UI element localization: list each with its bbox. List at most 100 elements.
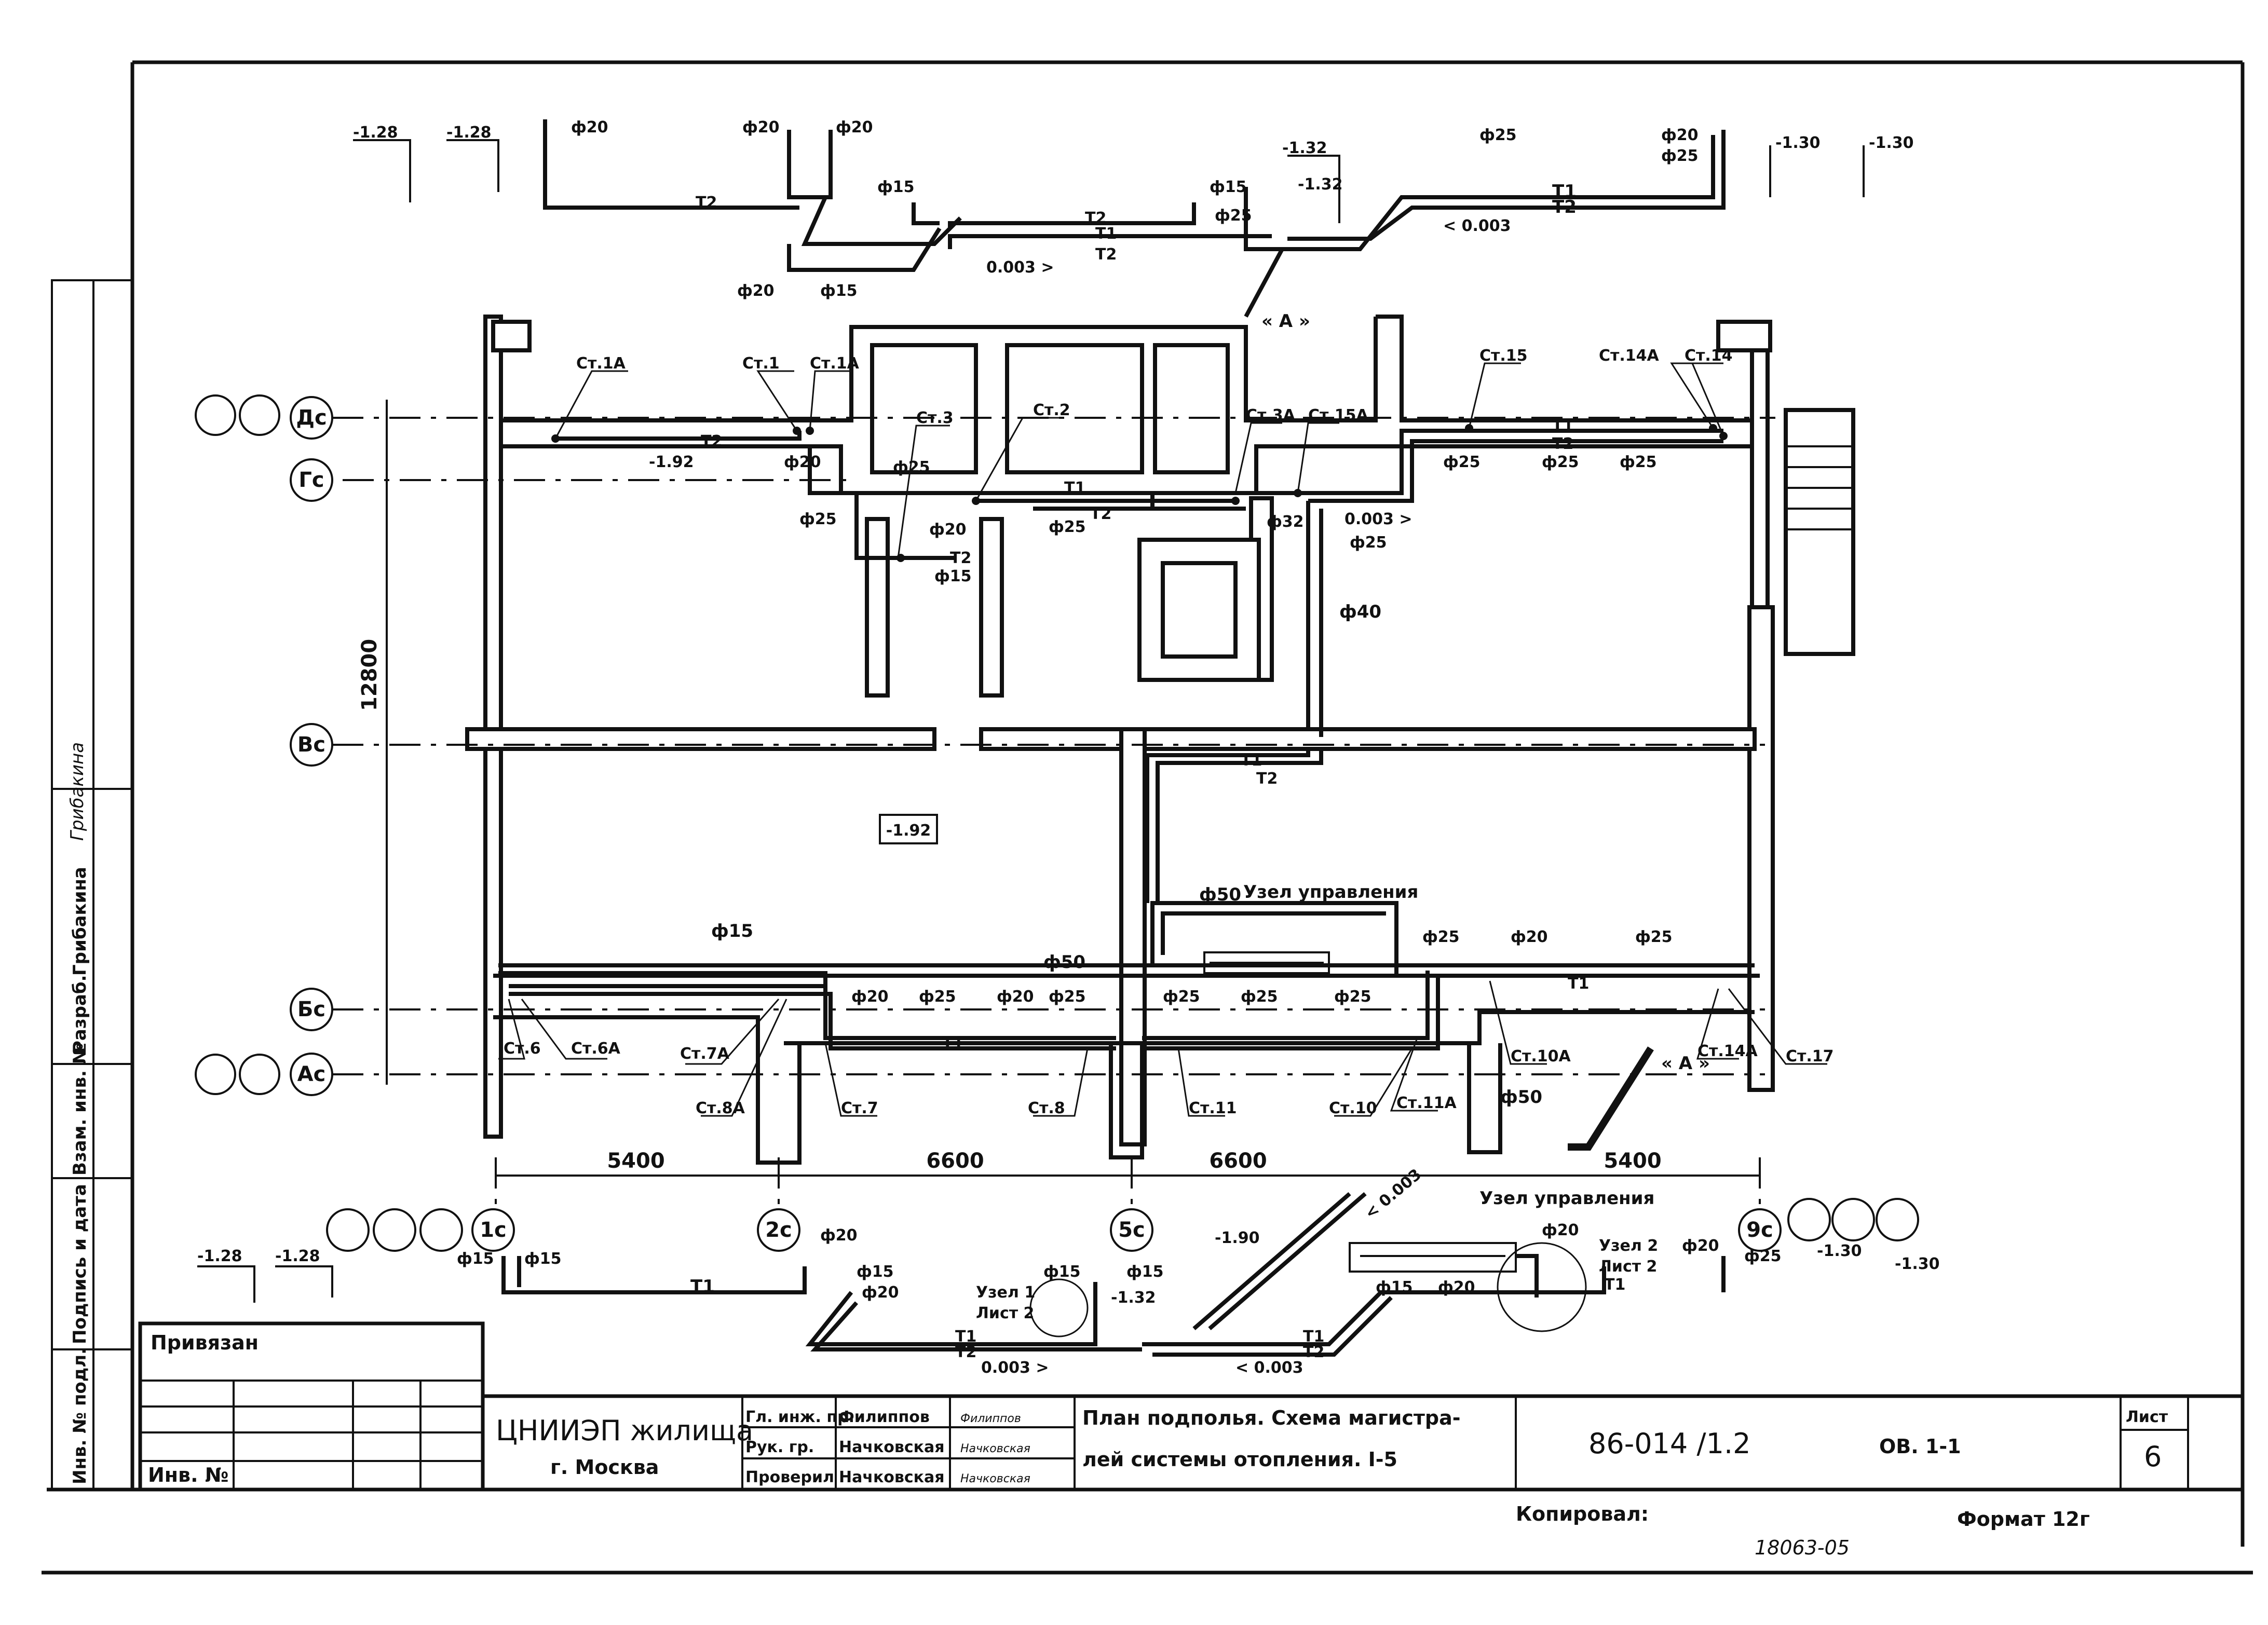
sheet-label: Лист — [2126, 1408, 2168, 1426]
riser-bottom-8: Ст.10 — [1329, 1099, 1377, 1117]
label-d25-e: ф25 — [1443, 453, 1481, 471]
riser-bottom-5: Ст.7 — [841, 1099, 878, 1117]
bottom-slope-diag: < 0.003 — [1362, 1165, 1425, 1223]
signature-name-1: Филиппов — [839, 1408, 930, 1426]
label-t1-b2: Т1 — [1568, 975, 1589, 993]
top-elev-132-a: -1.32 — [1282, 139, 1327, 157]
axis-label-row-5: Ас — [297, 1062, 326, 1086]
bottom-d15-f: ф15 — [1376, 1278, 1413, 1296]
bottom-slope-minus: < 0.003 — [1235, 1359, 1303, 1377]
axis-label-col-1: 1с — [480, 1218, 507, 1242]
riser-bottom-2: Ст.6А — [571, 1040, 621, 1058]
riser-bottom-11: Ст.17 — [1786, 1047, 1834, 1066]
label-slope-003: 0.003 > — [1344, 510, 1412, 528]
title-block: Привязан Инв. № ЦНИИЭП жилища г. Москва … — [138, 1321, 2245, 1559]
side-stamp-inv-podl: Инв. № подл. — [70, 1348, 90, 1484]
riser-top-5: Ст.2 — [1033, 401, 1070, 419]
dimensions: 5400 6600 6600 5400 12800 -1.92 — [358, 400, 1760, 1177]
label-d25-i: ф25 — [1049, 988, 1086, 1006]
node2-sheet: Лист 2 — [1599, 1258, 1657, 1276]
section-code: ОВ. 1-1 — [1879, 1435, 1961, 1458]
detail-callout-circle-icon — [1029, 1278, 1089, 1337]
top-d15-c: ф15 — [1210, 178, 1247, 196]
axis-bubble-2s — [757, 1208, 800, 1252]
bottom-d20-d: ф20 — [1542, 1221, 1579, 1239]
label-d25-d: ф25 — [1350, 534, 1387, 552]
bottom-scheme: -1.28 -1.28 -1.30 -1.30 -1.90 -1.32 ф15 … — [197, 1165, 1939, 1377]
label-t1-core: Т1 — [1064, 479, 1085, 497]
circle-symbol-icon — [239, 1054, 280, 1095]
grid-axes: Дс Гс Вс Бс Ас 1с 2с 5с 9с — [195, 394, 1919, 1252]
top-t1-a: Т1 — [1095, 225, 1117, 243]
bottom-t1-c: Т1 — [1303, 1328, 1324, 1346]
top-risers: Ст.1А Ст.1 Ст.1А Ст.3 Ст.2 Ст.3А Ст.15А … — [551, 347, 1733, 562]
label-elev-192-top: -1.92 — [649, 453, 694, 471]
bottom-d15-d: ф15 — [1043, 1263, 1081, 1281]
bottom-d20-b: ф20 — [862, 1283, 899, 1302]
top-d20-a: ф20 — [571, 118, 608, 136]
control-node-lower: Узел управления — [1479, 1188, 1654, 1209]
axis-bubble-1s — [471, 1208, 515, 1252]
bottom-d15-c: ф15 — [857, 1263, 894, 1281]
label-t2-right: Т2 — [1552, 435, 1573, 453]
riser-top-6: Ст.3А — [1246, 406, 1296, 425]
label-d25-n: ф25 — [1635, 928, 1673, 946]
top-d25-b: ф25 — [1479, 126, 1517, 144]
axis-label-row-1: Дс — [296, 406, 327, 430]
inv-label: Инв. № — [148, 1464, 229, 1486]
side-stamp-signature: Грибакина — [67, 742, 88, 841]
axis-label-col-3: 5с — [1118, 1218, 1145, 1242]
detail-callout-circle-icon — [1497, 1242, 1587, 1332]
bottom-elev-128-b: -1.28 — [275, 1247, 320, 1265]
circle-symbol-icon — [1787, 1198, 1831, 1241]
circle-symbol-icon — [195, 1054, 236, 1095]
dimension-span-2: 6600 — [926, 1149, 984, 1173]
floor-level-label: -1.92 — [886, 822, 931, 840]
top-elev-132-b: -1.32 — [1298, 175, 1342, 194]
bottom-d20-a: ф20 — [820, 1226, 858, 1245]
top-d20-c: ф20 — [836, 118, 873, 136]
label-d25-j: ф25 — [1163, 988, 1200, 1006]
riser-bottom-9: Ст.11А — [1396, 1094, 1457, 1112]
bottom-pipe-network: ф15 ф20 ф25 ф20 ф25 ф50 ф50 ф25 ф25 ф25 … — [498, 882, 1755, 1151]
building-walls — [465, 315, 1855, 1165]
axis-bubble-vs — [290, 723, 333, 767]
bottom-d15-b: ф15 — [457, 1250, 494, 1268]
stamp-number: 18063-05 — [1755, 1536, 1850, 1559]
bottom-slope-plus: 0.003 > — [981, 1359, 1049, 1377]
riser-top-9: Ст.14А — [1599, 347, 1660, 365]
bottom-risers: Ст.6 Ст.6А Ст.7А Ст.8А Ст.7 Ст.8 Ст.11 С… — [498, 980, 1834, 1117]
bottom-d15-a: ф15 — [524, 1250, 562, 1268]
bottom-d25-a: ф25 — [1744, 1247, 1782, 1265]
top-elev-128-b: -1.28 — [446, 124, 491, 142]
signature-name-3: Начковская — [839, 1468, 945, 1486]
label-d50-a: ф50 — [1043, 952, 1085, 973]
circle-symbol-icon — [419, 1208, 463, 1252]
top-elev-130-b: -1.30 — [1869, 134, 1913, 152]
label-d32: ф32 — [1267, 513, 1304, 531]
axis-label-row-4: Бс — [297, 998, 325, 1021]
signature-sign-3: Начковская — [960, 1472, 1030, 1485]
label-t1-right: Т1 — [1552, 417, 1573, 435]
label-d15-a: ф15 — [934, 567, 972, 585]
riser-bottom-4: Ст.8А — [696, 1099, 745, 1117]
riser-top-7: Ст.15А — [1308, 406, 1369, 425]
riser-top-2: Ст.1 — [742, 354, 780, 373]
label-d15-b: ф15 — [711, 921, 753, 941]
top-elev-130-a: -1.30 — [1775, 134, 1820, 152]
label-t2-stub: Т2 — [950, 549, 971, 567]
riser-bottom-3: Ст.7А — [680, 1045, 730, 1063]
top-d25-a: ф25 — [1215, 207, 1252, 225]
label-d20-b: ф20 — [929, 521, 967, 539]
control-node-main: Узел управления — [1243, 882, 1418, 903]
label-d20-d: ф20 — [997, 988, 1034, 1006]
circle-symbol-icon — [1831, 1198, 1875, 1241]
axis-bubble-gs — [290, 458, 333, 502]
axis-bubble-dс — [290, 396, 333, 440]
copied-label: Копировал: — [1516, 1503, 1649, 1525]
label-t2-top: Т2 — [701, 432, 722, 450]
label-d25-g: ф25 — [1620, 453, 1657, 471]
riser-bottom-6: Ст.8 — [1028, 1099, 1065, 1117]
top-t2-c: Т2 — [1095, 245, 1117, 264]
top-d20-b: ф20 — [742, 118, 780, 136]
